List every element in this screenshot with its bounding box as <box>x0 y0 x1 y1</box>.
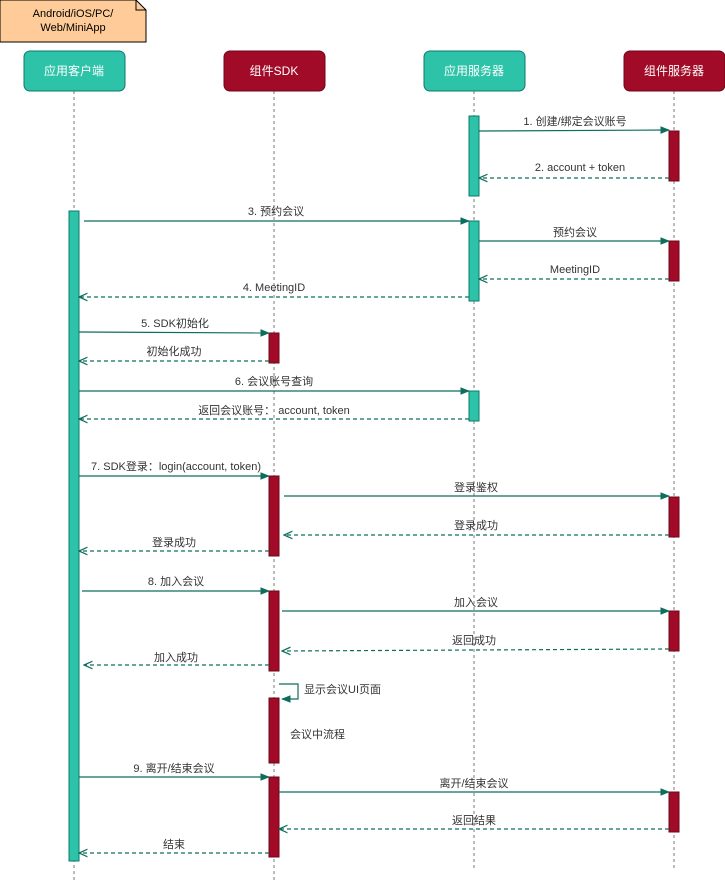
activation-component-server-2 <box>668 240 680 282</box>
platform-note-line-1: Android/iOS/PC/ <box>33 8 115 20</box>
participant-client-label: 应用客户端 <box>44 63 104 78</box>
msg-leave-label: 离开/结束会议 <box>439 776 508 790</box>
msg-7-label: 7. SDK登录：login(account, token) <box>91 459 261 473</box>
msg-4-label: 4. MeetingID <box>243 282 305 294</box>
participant-sdk-label: 组件SDK <box>250 64 299 78</box>
msg-meeting-flow-label: 会议中流程 <box>290 727 345 741</box>
activation-sdk-4 <box>268 776 280 858</box>
activation-component-server-4 <box>668 610 680 652</box>
msg-meetingid-label: MeetingID <box>550 264 600 276</box>
arrow-msg-self-show-ui <box>279 683 299 703</box>
activation-component-server-3 <box>668 496 680 538</box>
msg-return-result-label: 返回结果 <box>452 814 496 827</box>
activation-sdk-2 <box>268 475 280 557</box>
msg-login-ok-server-label: 登录成功 <box>454 518 498 532</box>
activation-sdk-meeting <box>268 697 280 764</box>
participant-app-server: 应用服务器 <box>423 50 526 92</box>
participant-component-server-label: 组件服务器 <box>644 63 704 78</box>
activation-app-server-1 <box>468 115 480 197</box>
activation-component-server-1 <box>668 130 680 182</box>
msg-show-ui-label: 显示会议UI页面 <box>304 683 381 696</box>
arrow-msg-5 <box>78 329 270 337</box>
msg-login-ok-sdk-label: 登录成功 <box>152 535 196 549</box>
msg-3-label: 3. 预约会议 <box>248 205 304 218</box>
msg-end-label: 结束 <box>163 838 185 851</box>
participant-client: 应用客户端 <box>23 50 126 92</box>
platform-note: Android/iOS/PC/ Web/MiniApp <box>0 0 147 43</box>
participant-component-server: 组件服务器 <box>623 50 725 92</box>
activation-app-server-3 <box>468 390 480 422</box>
activation-sdk-3 <box>268 590 280 672</box>
msg-join-label: 加入会议 <box>454 596 498 609</box>
platform-note-line-2: Web/MiniApp <box>40 22 105 34</box>
activation-client-main <box>68 210 80 862</box>
activation-component-server-5 <box>668 791 680 833</box>
msg-6-label: 6. 会议账号查询 <box>235 374 313 388</box>
msg-1-label: 1. 创建/绑定会议账号 <box>523 114 626 128</box>
arrow-msg-1 <box>478 126 670 134</box>
msg-return-ok-label: 返回成功 <box>452 634 496 647</box>
activation-sdk-1 <box>268 332 280 364</box>
msg-8-label: 8. 加入会议 <box>148 575 204 588</box>
activation-app-server-2 <box>468 220 480 302</box>
msg-login-auth-label: 登录鉴权 <box>454 480 498 494</box>
msg-5-label: 5. SDK初始化 <box>141 316 209 330</box>
msg-reserve-label: 预约会议 <box>553 226 597 239</box>
msg-init-ok-label: 初始化成功 <box>147 344 202 358</box>
msg-9-label: 9. 离开/结束会议 <box>133 761 214 775</box>
participant-sdk: 组件SDK <box>223 50 326 92</box>
msg-return-account-label: 返回会议账号： account, token <box>198 404 350 417</box>
msg-2-label: 2. account + token <box>535 162 625 174</box>
participant-app-server-label: 应用服务器 <box>444 63 504 78</box>
msg-join-ok-label: 加入成功 <box>154 651 198 664</box>
arrow-msg-return-ok <box>282 649 670 651</box>
